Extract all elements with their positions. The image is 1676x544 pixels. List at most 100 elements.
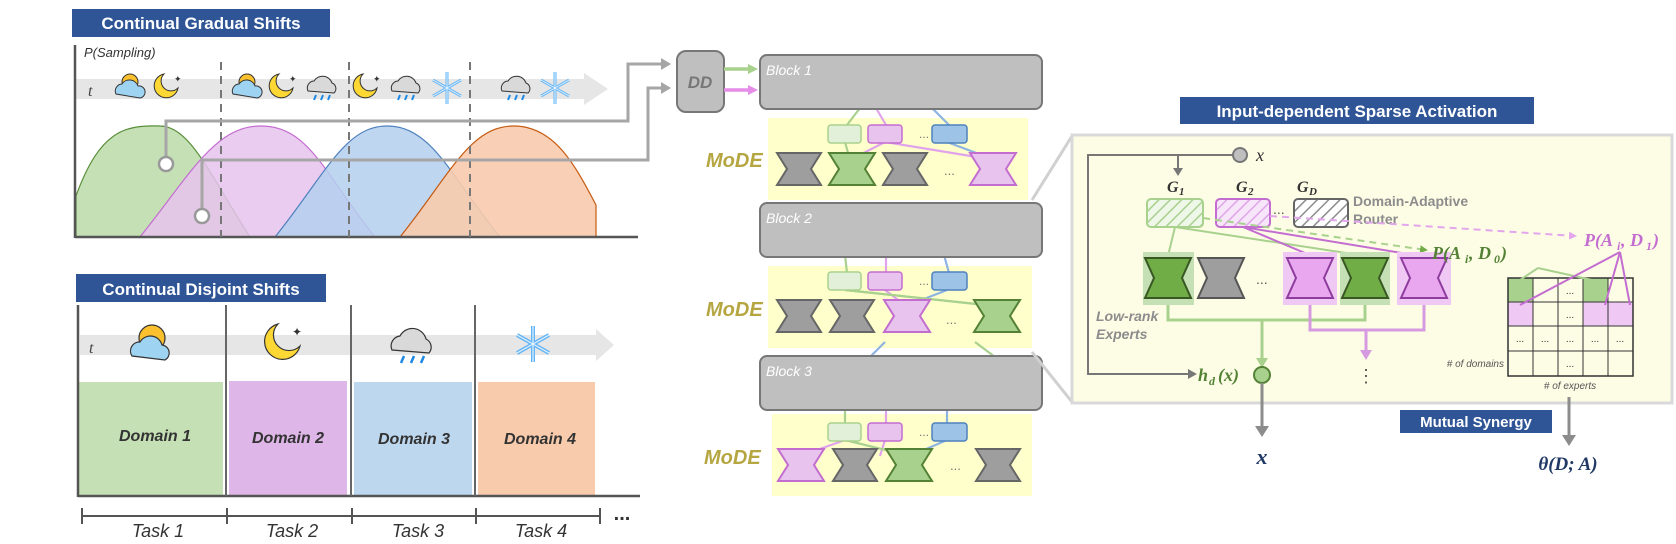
mode-label-3: MoDE bbox=[704, 447, 761, 469]
matrix-dots: ... bbox=[1516, 334, 1524, 345]
rain-cloud-icon bbox=[390, 75, 421, 101]
lowrank-expert-gray bbox=[1196, 257, 1246, 299]
input-x-label: x bbox=[1255, 145, 1264, 165]
matrix-dots: ... bbox=[1566, 310, 1574, 321]
dd-green-arrowhead bbox=[748, 64, 758, 74]
router-gate-d bbox=[1293, 198, 1349, 228]
lowrank-expert-green bbox=[1340, 257, 1390, 299]
p-ai-d0: P(A i , D 0 ) bbox=[1431, 243, 1507, 266]
zoom-line-top bbox=[1030, 135, 1074, 201]
gate-gd-sub: D bbox=[1308, 186, 1317, 198]
theta-label: θ(D; A) bbox=[1538, 454, 1597, 475]
gate-g2-label: G bbox=[1236, 179, 1248, 196]
p-d0-mid: , D bbox=[1468, 243, 1491, 263]
domain3-label: Domain 3 bbox=[378, 431, 450, 448]
block-2-label: Block 2 bbox=[766, 210, 812, 226]
route-green-dashed bbox=[1202, 217, 1428, 254]
green-aggregation bbox=[1166, 305, 1367, 322]
expert-gray bbox=[881, 152, 929, 186]
theta-arrowhead bbox=[1562, 435, 1576, 446]
gate-blue bbox=[931, 271, 968, 291]
expert-gray bbox=[775, 152, 823, 186]
expert-gray bbox=[828, 299, 876, 333]
gate-purple bbox=[867, 271, 903, 291]
experts-label-line2: Experts bbox=[1096, 326, 1148, 342]
expert-green bbox=[972, 299, 1022, 333]
lowrank-expert-purple bbox=[1399, 257, 1449, 299]
expert-gray bbox=[831, 448, 879, 482]
green-aggregation-arrowhead bbox=[1256, 358, 1268, 368]
svg-text:✦: ✦ bbox=[289, 74, 297, 84]
moon-stars-icon: ✦ bbox=[153, 73, 182, 99]
expert-purple bbox=[882, 299, 932, 333]
dd-purple-arrowhead bbox=[748, 85, 758, 95]
matrix-cell-pink bbox=[1508, 302, 1533, 326]
residual-arrowhead bbox=[1188, 369, 1197, 379]
expert-purple bbox=[968, 152, 1018, 186]
router-ellipsis: ... bbox=[1273, 201, 1285, 217]
domain1-label: Domain 1 bbox=[119, 428, 191, 445]
gate-g1-label: G bbox=[1167, 179, 1179, 196]
sampling-arrowhead-2 bbox=[661, 82, 671, 94]
gate-green bbox=[827, 124, 862, 144]
sparse-title: Input-dependent Sparse Activation bbox=[1217, 102, 1498, 121]
sun-cloud-icon bbox=[231, 73, 263, 99]
disjoint-panel: Continual Disjoint Shifts t Domain 1 Dom… bbox=[76, 274, 640, 541]
moon-stars-icon: ✦ bbox=[268, 73, 297, 99]
p-d0-end: ) bbox=[1499, 243, 1507, 264]
block-3 bbox=[759, 355, 1043, 411]
experts-label-line1: Low-rank bbox=[1096, 308, 1159, 324]
router-label-line2: Router bbox=[1353, 211, 1399, 227]
matrix-dots: ... bbox=[1616, 334, 1624, 345]
task4-label: Task 4 bbox=[515, 521, 567, 541]
rain-cloud-icon bbox=[390, 327, 432, 364]
matrix-cell-green bbox=[1508, 278, 1533, 302]
p-d0-main: P(A bbox=[1431, 243, 1461, 264]
gate-g2-sub: 2 bbox=[1247, 186, 1254, 198]
domain4-label: Domain 4 bbox=[504, 431, 576, 448]
matrix-dots: ... bbox=[1541, 334, 1549, 345]
gradual-time-arrow bbox=[76, 73, 608, 105]
mode-label-1: MoDE bbox=[706, 150, 763, 172]
gradual-title: Continual Gradual Shifts bbox=[101, 14, 300, 33]
router-label-line1: Domain-Adaptive bbox=[1353, 193, 1468, 209]
gate-purple bbox=[867, 422, 903, 442]
gate-g1-sub: 1 bbox=[1179, 186, 1185, 198]
gradual-time-label: t bbox=[88, 83, 93, 100]
svg-text:✦: ✦ bbox=[373, 74, 381, 84]
snowflake-icon bbox=[516, 326, 550, 362]
zoom-line-bottom bbox=[1030, 351, 1074, 403]
mode-label-2: MoDE bbox=[706, 299, 763, 321]
synergy-matrix: ... ... ... ... ... ... ... ... bbox=[1507, 277, 1634, 377]
p-d0-sub1: i bbox=[1465, 252, 1469, 266]
domain3-block bbox=[354, 382, 472, 495]
gradual-title-box bbox=[72, 9, 330, 37]
task1-label: Task 1 bbox=[132, 521, 184, 541]
block-1 bbox=[759, 54, 1043, 110]
experts-axis-label: # of experts bbox=[1544, 381, 1596, 392]
expert-green bbox=[827, 152, 877, 186]
sample-point-2 bbox=[193, 207, 211, 225]
p-d1-to-matrix bbox=[1619, 251, 1631, 306]
gate-ellipsis: ... bbox=[919, 274, 929, 288]
sun-cloud-icon bbox=[114, 73, 146, 99]
hd-node bbox=[1253, 366, 1271, 384]
output-x-label: x bbox=[1256, 444, 1268, 469]
disjoint-title-box bbox=[76, 274, 326, 302]
expert-gray bbox=[775, 299, 823, 333]
expert-green bbox=[884, 448, 934, 482]
moon-stars-icon: ✦ bbox=[264, 322, 302, 360]
task2-label: Task 2 bbox=[266, 521, 318, 541]
rain-cloud-icon bbox=[500, 75, 531, 101]
p-d1-sub2: 1 bbox=[1646, 239, 1652, 253]
matrix-grid bbox=[1508, 278, 1633, 376]
gate-green bbox=[827, 271, 862, 291]
matrix-cell-green bbox=[1583, 278, 1608, 302]
p-d0-sub2: 0 bbox=[1494, 252, 1500, 266]
input-router-arrowhead bbox=[1173, 168, 1183, 176]
domains-axis-label: # of domains bbox=[1447, 359, 1504, 370]
gate-green bbox=[827, 422, 862, 442]
lowrank-expert-green bbox=[1143, 257, 1193, 299]
rain-cloud-icon bbox=[306, 75, 337, 101]
expert-gray bbox=[974, 448, 1022, 482]
